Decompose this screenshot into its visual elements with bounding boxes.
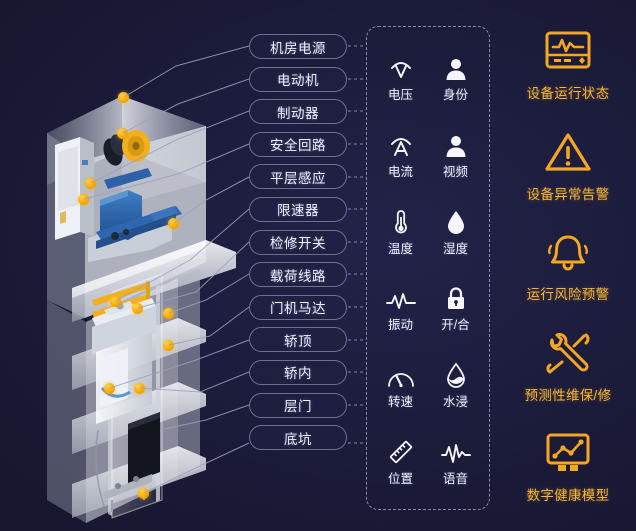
component-label: 平层感应: [270, 170, 326, 186]
wrench-screwdriver-icon: [544, 332, 592, 379]
feature-label: 运行风险预警: [526, 287, 610, 302]
component-label: 载荷线路: [270, 268, 326, 284]
sensor-label: 电流: [387, 164, 413, 179]
sensor-item-speed[interactable]: 转速: [386, 362, 416, 410]
sensor-item-current[interactable]: 电流: [386, 132, 416, 180]
component-pill-4[interactable]: 平层感应: [249, 164, 347, 190]
feature-item-operating-status[interactable]: 设备运行状态: [527, 30, 610, 102]
sensor-item-identity[interactable]: 身份: [441, 55, 471, 103]
marker-dot: [168, 218, 179, 229]
component-pill-5[interactable]: 限速器: [249, 196, 347, 222]
sensor-item-open-close[interactable]: 开/合: [441, 285, 471, 333]
feature-item-digital-health-model[interactable]: 数字健康模型: [527, 432, 610, 504]
sensor-label: 电压: [387, 88, 413, 103]
feature-label: 数字健康模型: [526, 488, 610, 503]
marker-dot: [118, 92, 129, 103]
sensor-item-video[interactable]: 视频: [441, 132, 471, 180]
sensor-label: 湿度: [442, 241, 468, 256]
feature-label: 设备异常告警: [526, 186, 610, 202]
sensor-item-voice[interactable]: 语音: [440, 439, 471, 487]
marker-dot: [163, 308, 174, 319]
marker-dot: [117, 128, 128, 139]
sensor-types-panel: 电压 身份 电流 视频: [366, 26, 490, 510]
sensor-item-humidity[interactable]: 湿度: [441, 209, 471, 257]
lock-icon: [441, 285, 471, 311]
sensor-label: 转速: [387, 394, 413, 409]
component-label: 安全回路: [270, 138, 326, 154]
component-label: 底坑: [284, 431, 312, 447]
component-pill-9[interactable]: 轿顶: [249, 327, 347, 353]
speed-gauge-icon: [386, 362, 416, 388]
component-pill-10[interactable]: 轿内: [249, 359, 347, 385]
current-icon: [386, 132, 416, 158]
component-pill-1[interactable]: 电动机: [249, 66, 347, 92]
voice-waveform-icon: [440, 439, 471, 465]
bell-alert-icon: [544, 231, 592, 278]
marker-dot: [110, 296, 121, 307]
sensor-label: 温度: [387, 241, 413, 256]
sensor-item-water-immersion[interactable]: 水浸: [441, 362, 471, 410]
component-label: 制动器: [277, 105, 319, 121]
component-label: 检修开关: [270, 236, 326, 252]
marker-dot: [78, 194, 89, 205]
component-label-list: 机房电源 电动机 制动器 安全回路 平层感应 限速器 检修开关 载荷线路 门机马…: [249, 34, 347, 458]
ruler-position-icon: [386, 439, 416, 465]
sensor-label: 语音: [442, 471, 468, 486]
sensor-label: 视频: [442, 164, 468, 179]
water-immersion-droplet-icon: [441, 362, 471, 388]
monitor-chart-icon: [544, 432, 592, 479]
sensor-item-voltage[interactable]: 电压: [386, 55, 416, 103]
elevator-shaft-3d-cutaway: [0, 0, 250, 531]
feature-label: 预测性维保/修: [524, 387, 612, 403]
component-label: 门机马达: [270, 301, 326, 317]
component-pill-11[interactable]: 层门: [249, 392, 347, 418]
marker-dot: [163, 340, 174, 351]
elevator-illustration-svg: [47, 96, 236, 523]
platform-capabilities-list: 设备运行状态 设备异常告警 运行风险预警 预测性维保/修 数字健康模型: [500, 24, 636, 514]
component-pill-8[interactable]: 门机马达: [249, 294, 347, 320]
component-pill-3[interactable]: 安全回路: [249, 131, 347, 157]
component-pill-0[interactable]: 机房电源: [249, 34, 347, 59]
marker-dot: [138, 488, 149, 499]
component-pill-12[interactable]: 底坑: [249, 425, 347, 451]
video-person-icon: [441, 132, 471, 158]
marker-dot: [85, 178, 96, 189]
identity-person-icon: [441, 55, 471, 81]
component-pill-6[interactable]: 检修开关: [249, 229, 347, 255]
sensor-label: 位置: [387, 471, 413, 486]
feature-label: 设备运行状态: [526, 86, 610, 101]
component-pill-2[interactable]: 制动器: [249, 99, 347, 125]
sensor-item-temperature[interactable]: 温度: [386, 209, 416, 257]
feature-item-abnormal-alarm[interactable]: 设备异常告警: [527, 131, 610, 203]
marker-dot: [104, 383, 115, 394]
voltage-icon: [386, 55, 416, 81]
component-label: 电动机: [277, 73, 319, 89]
sensor-label: 开/合: [441, 318, 470, 333]
component-label: 轿内: [284, 366, 312, 382]
vibration-wave-icon: [385, 285, 416, 311]
warning-triangle-icon: [544, 131, 592, 178]
component-label: 机房电源: [270, 40, 326, 56]
monitor-waveform-icon: [544, 30, 592, 77]
marker-dot: [134, 383, 145, 394]
marker-dot: [132, 303, 143, 314]
sensor-item-vibration[interactable]: 振动: [385, 285, 416, 333]
thermometer-icon: [386, 209, 416, 235]
component-label: 层门: [284, 399, 312, 415]
sensor-label: 身份: [442, 88, 468, 103]
sensor-item-position[interactable]: 位置: [386, 439, 416, 487]
sensor-label: 振动: [387, 318, 413, 333]
component-label: 轿顶: [284, 333, 312, 349]
sensor-label: 水浸: [442, 394, 468, 409]
component-label: 限速器: [277, 203, 319, 219]
feature-item-risk-warning[interactable]: 运行风险预警: [527, 231, 610, 303]
humidity-droplet-icon: [441, 209, 471, 235]
component-pill-7[interactable]: 载荷线路: [249, 262, 347, 288]
feature-item-predictive-maintenance[interactable]: 预测性维保/修: [525, 332, 612, 404]
